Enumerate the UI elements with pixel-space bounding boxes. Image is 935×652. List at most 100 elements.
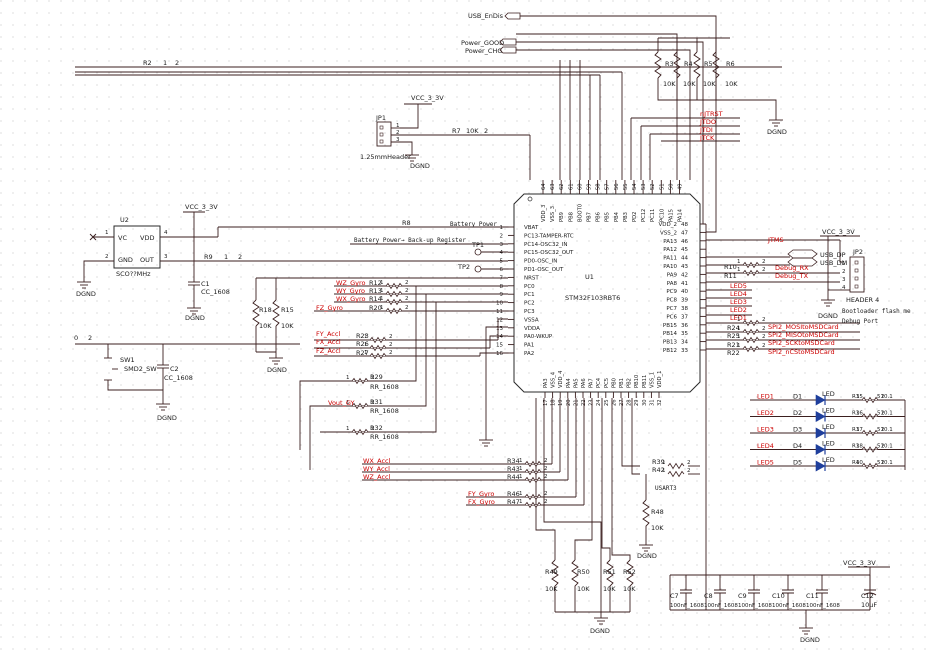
led-res-value: 510.1 [877,444,893,450]
mcu-left-pin-name: VBAT [524,225,539,231]
bottom-resistor [524,476,542,484]
sw1-part: SMD2_SW [124,365,157,373]
mcu-top-pin-num: 59 [587,183,593,190]
mcu-top-pin-num: 61 [568,183,574,190]
mcu-right-pin-name: PB13 [663,340,678,346]
r42-ref: R42 [652,466,665,474]
c2-value: CC_1608 [164,374,193,382]
mcu-top-pin-name: PB9 [559,212,565,222]
left-resistor-pin2: 2 [405,305,409,311]
r39-ref: R39 [652,458,665,466]
port-power-chg: Power_CHG [465,46,691,180]
mcu-bottom-pin-num: 30 [642,399,648,406]
mcu-right-pin-name: PA9 [667,272,678,278]
u2-pin2: 2 [105,254,109,260]
r6-value: 10K [725,80,738,88]
led-net-label: LED1 [757,393,774,401]
left-resistor-pin2: 2 [371,400,375,406]
mcu-right-pin-num: 36 [681,323,688,329]
net-debug-rx: Debug_RX [775,264,809,272]
led-ref: D5 [793,459,802,467]
r13-ref: R13 [369,287,382,295]
mcu-bottom-pin-num: 25 [604,399,610,406]
jp1-pin2: 2 [396,130,400,136]
cap-value: 100nF_1608 [806,603,840,609]
right-resistor-pin1: 1 [737,267,741,273]
left-resistor-pin2: 2 [405,288,409,294]
mcu-bottom-pin-num: 32 [657,399,663,406]
r29-ref: R29 [370,373,383,381]
mcu-bottom-pin-name: VDD_1 [657,371,663,388]
right-resistor-pin1: 1 [737,259,741,265]
mcu-bottom-pin-name: PA3 [543,378,549,388]
led-diode-icon [815,443,826,456]
right-resistor-pin2: 2 [762,317,766,323]
u2-pin-vc: VC [118,234,127,242]
r21-ref: R21 [727,341,740,349]
mcu-top-pin-name: PB6 [596,212,602,222]
mcu-right-pin-name: PB12 [663,348,677,354]
led-resistor-pin2: 2 [881,460,885,466]
bottom-resistor-pin2: 2 [544,474,548,480]
mcu-top-pin-num: 60 [577,183,583,190]
bottom-resistor-pin2: 2 [544,466,548,472]
mcu-right-pin-num: 35 [681,331,688,337]
mcu-left-pin-name: PA2 [524,351,534,357]
mcu-right-pin-name: PC6 [666,314,677,320]
bottom-resistor [524,460,542,468]
net-battery-power: Battery Power [450,221,497,228]
mcu-bottom-pin-num: 31 [649,399,655,406]
mcu-left-pin-num: 15 [496,343,503,349]
net-backup-register: Battery Power→ Back-up Register [354,237,466,244]
net-led5: LED5 [730,282,747,290]
mcu-top-pin-name: PA14 [678,208,684,222]
mcu-left-pin-num: 12 [496,317,503,323]
mcu-bottom-pin-name: PA5 [573,378,579,388]
left-resistor-pin2: 2 [405,296,409,302]
jp1-pin3: 3 [396,137,400,143]
left-resistor-pin2: 2 [389,342,393,348]
mcu-left-pin-num: 4 [500,250,504,256]
mcu-right-pin-num: 46 [681,239,688,245]
u2-pin3: 3 [164,254,168,260]
mcu-right-pin-name: PC9 [666,289,677,295]
r5-ref: R5 [704,60,713,68]
cap-c12 [863,575,877,610]
led-ref: D2 [793,409,802,417]
r9-ref: R9 [204,253,213,261]
right-resistor-pin2: 2 [762,326,766,332]
led-resistor-pin2: 2 [881,444,885,450]
r46-ref: R46 [507,490,520,498]
left-resistor-pin1: 1 [346,400,350,406]
oscillator-u2: U2 VC VDD GND OUT SCO??MHz 1 2 4 3 [105,216,168,278]
jp1-vcc: VCC_3_3V [411,94,444,102]
led-label: LED [822,407,835,415]
jp2-note1: Bootloader flash me [842,308,911,315]
r51-value: 10K [603,585,616,593]
r12-ref: R12 [369,279,382,287]
mcu-top-pin-num: 54 [632,183,638,190]
led-res-ref: R40 [852,460,863,466]
mcu-left-pin-name: PC0 [524,284,535,290]
r2-pin2: 2 [175,59,179,67]
mcu-left-pin-name: PA0-WKUP [524,334,553,340]
caps-dgnd: DGND [800,636,820,644]
mcu-bottom-pin-name: PA4 [566,378,572,388]
cap-ref: C11 [806,592,819,600]
mcu-right-pin-num: 47 [681,230,688,236]
nrst-pin0: 0 [74,334,78,342]
mcu-top-pin-name: BOOT0 [577,204,583,222]
u2-wires [77,211,508,315]
led-net-label: LED4 [757,442,774,450]
mcu-left-pin-num: 13 [496,326,503,332]
r18-value: 10K [259,322,272,330]
mcu-top-pin-name: PB5 [605,212,611,222]
mcu-left-pin-name: PD1-OSC_OUT [524,267,564,273]
